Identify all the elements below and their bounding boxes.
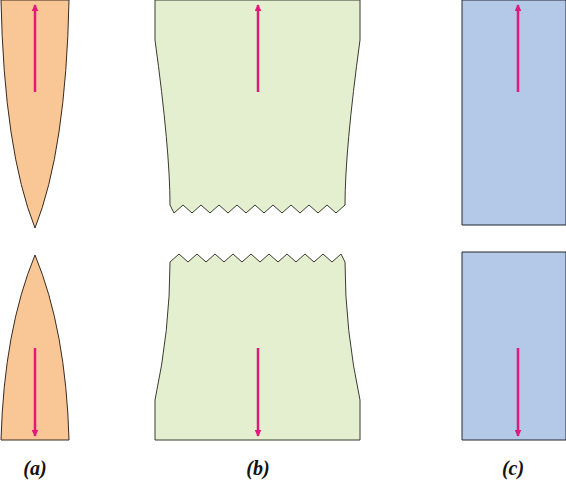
moderate-upper-piece [155,0,360,213]
load-arrow [517,5,520,92]
figure-label: (a) [23,458,46,478]
load-arrow [34,348,37,436]
ductile-lower-piece [1,255,69,440]
figure-label: (b) [246,458,269,478]
load-arrow [257,348,260,436]
brittle-upper-piece [462,0,566,225]
ductile-upper-piece [1,0,69,228]
moderate-lower-piece [155,254,360,440]
load-arrow [34,5,37,92]
brittle-lower-piece [462,252,566,440]
figure-label: (c) [502,458,524,478]
load-arrow [517,348,520,436]
load-arrow [257,5,260,92]
